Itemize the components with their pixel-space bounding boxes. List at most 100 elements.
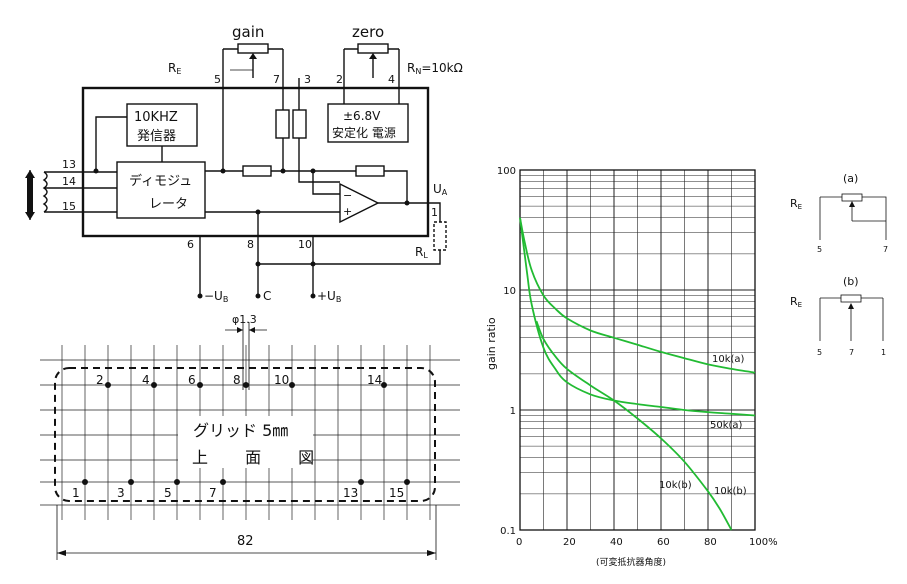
pin-hole (404, 479, 410, 485)
junction-dot (255, 209, 261, 215)
opamp-plus: + (343, 205, 352, 218)
bottom-pin-label: 5 (164, 486, 172, 500)
gain-wiper-arrow-icon (249, 53, 257, 59)
pin-hole (128, 479, 134, 485)
pot-pin-wiring (222, 78, 400, 171)
chart-series-line (519, 217, 756, 417)
pin-5-label: 5 (214, 73, 221, 86)
gain-pot-leads (222, 48, 284, 78)
chart-frame (519, 169, 756, 531)
pot-a-pin-label: 5 (817, 245, 822, 254)
common-label: C (263, 289, 271, 303)
chart-y-tick-label: 100 (497, 166, 516, 177)
resistor-wiring (282, 138, 340, 183)
internal-resistor-2 (292, 109, 307, 139)
chart-y-tick-label: 10 (503, 286, 516, 297)
minus-supply-terminal (197, 293, 203, 299)
chart-x-tick-label: 80 (704, 537, 717, 548)
coil-wiring (44, 171, 117, 213)
supply-wiring (199, 212, 441, 296)
rn-label: RN=10kΩ (407, 61, 463, 76)
zero-pot-body (357, 43, 389, 54)
chart-x-tick-label: 60 (657, 537, 670, 548)
pot-b-wiper-arrow-icon (848, 303, 854, 309)
zero-pot-leads (343, 48, 400, 78)
pot-a-body (841, 193, 863, 202)
series-label: 10k(a) (712, 354, 745, 365)
chart-series (519, 217, 756, 531)
output-voltage-label: UA (433, 182, 448, 197)
pin-hole (358, 479, 364, 485)
dimension-arrow-icon (237, 327, 255, 333)
pin-10-label: 10 (298, 238, 312, 251)
chart-x-tick-label: 20 (563, 537, 576, 548)
series-label: 10k(b) (659, 480, 692, 491)
gain-pot-label: gain (232, 23, 264, 41)
pin-7-label: 7 (273, 73, 280, 86)
width-dimension-label: 82 (237, 534, 254, 549)
pin-14-label: 14 (62, 175, 76, 188)
power-supply-label: 安定化 電源 (332, 125, 396, 140)
pin-8-label: 8 (247, 238, 254, 251)
pin-hole (243, 382, 249, 388)
oscillator-freq: 10KHZ (134, 110, 178, 125)
top-pin-label: 4 (142, 373, 150, 387)
plus-supply-terminal (310, 293, 316, 299)
module-outline-dashed (54, 367, 436, 502)
pot-b-pin-label: 7 (849, 348, 854, 357)
top-pin-label: 2 (96, 373, 104, 387)
zero-wiper-arrow-icon (369, 53, 377, 59)
gain-pot-body (237, 43, 269, 54)
pin-2-label: 2 (336, 73, 343, 86)
center-label-background (178, 416, 313, 468)
opamp-minus: − (343, 189, 352, 202)
junction-dot (220, 168, 226, 174)
series-label: 10k(b) (714, 486, 747, 497)
top-pin-label: 6 (188, 373, 196, 387)
pot-b-pin-label: 5 (817, 348, 822, 357)
opamp-symbol (339, 182, 380, 224)
junction-dot (310, 261, 316, 267)
series-resistor (242, 165, 272, 177)
chart-grid (519, 170, 756, 531)
demodulator-label-1: ディモジュ (129, 173, 192, 189)
oscillator-label: 発信器 (137, 129, 176, 144)
chart-series-line (535, 320, 733, 531)
junction-dot (404, 200, 410, 206)
demodulator-label-2: レータ (149, 197, 188, 212)
common-terminal (255, 293, 261, 299)
grid-size-label: グリッド 5㎜ (193, 421, 288, 440)
pin-hole (82, 479, 88, 485)
chart-y-tick-label: 1 (510, 406, 516, 417)
width-dimension-lines (56, 505, 437, 560)
chart-x-tick-label: 100% (749, 537, 778, 548)
top-view-title: 上 面 図 (192, 448, 330, 467)
pin-hole (151, 382, 157, 388)
pot-type-a-re-label: RE (790, 197, 802, 211)
junction-dot (310, 168, 316, 174)
pin-13-label: 13 (62, 158, 76, 171)
load-resistor (433, 221, 447, 251)
chart-y-tick-label: 0.1 (500, 526, 516, 537)
pin-hole (289, 382, 295, 388)
pot-b-pin-label: 1 (881, 348, 886, 357)
top-pin-label: 14 (367, 373, 382, 387)
bottom-pin-label: 15 (389, 486, 404, 500)
pin-4-label: 4 (388, 73, 395, 86)
pin-1-label: 1 (431, 206, 438, 219)
pot-type-b-re-label: RE (790, 295, 802, 309)
hole-diameter-label: φ1.3 (232, 313, 257, 326)
pot-b-wiring (819, 297, 884, 341)
chart-x-tick-label: 40 (610, 537, 623, 548)
pin-15-label: 15 (62, 200, 76, 213)
opamp-wiring (205, 202, 432, 213)
power-supply-block (327, 103, 409, 143)
core-rod (27, 178, 33, 212)
bottom-pin-label: 7 (209, 486, 217, 500)
bottom-pin-label: 13 (343, 486, 358, 500)
pin-hole (105, 382, 111, 388)
pin-hole (220, 479, 226, 485)
junction-dot (93, 168, 99, 174)
load-label: RL (415, 245, 428, 260)
